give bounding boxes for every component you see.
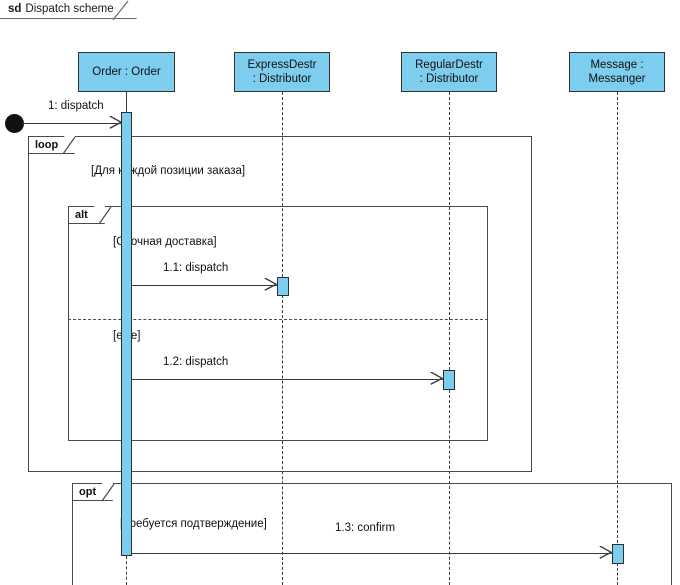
lifeline-label-expressdestr-line1: ExpressDestr — [247, 59, 317, 71]
message-label-11-dispatch: 1.1: dispatch — [163, 262, 229, 274]
lifeline-stem-order-tail — [126, 556, 127, 585]
lifeline-stem-message-lower — [617, 563, 618, 585]
fragment-alt-slash-icon — [98, 206, 112, 225]
lifeline-label-regulardestr-line2: : Distributor — [419, 73, 479, 85]
message-line-11-dispatch[interactable] — [132, 285, 278, 286]
fragment-opt-slash-icon — [101, 483, 115, 502]
lifeline-head-message[interactable]: Message : Messanger — [569, 52, 665, 92]
message-label-1-dispatch: 1: dispatch — [48, 100, 104, 112]
diagram-frame-title: sd Dispatch scheme — [0, 0, 137, 19]
lifeline-head-expressdestr[interactable]: ExpressDestr : Distributor — [234, 52, 330, 92]
diagram-kind-keyword: sd — [8, 3, 22, 15]
fragment-loop-operator-text: loop — [35, 139, 59, 151]
fragment-opt[interactable]: opt — [72, 483, 672, 585]
lifeline-label-order-line1: Order : Order — [92, 66, 161, 78]
arrowhead-icon-13-confirm — [599, 546, 612, 559]
activation-bar-expressdestr[interactable] — [277, 277, 289, 296]
lifeline-head-regulardestr[interactable]: RegularDestr : Distributor — [401, 52, 497, 92]
message-label-12-dispatch: 1.2: dispatch — [163, 356, 229, 368]
fragment-opt-operator-text: opt — [79, 486, 97, 498]
lifeline-label-message-line2: Messanger — [588, 73, 646, 85]
fragment-opt-guard: [Требуется подтверждение] — [120, 518, 267, 530]
lifeline-stem-order — [126, 92, 127, 113]
frame-tab-slash-icon — [112, 0, 129, 21]
fragment-alt[interactable]: alt — [68, 206, 488, 441]
lifeline-label-expressdestr-line2: : Distributor — [252, 73, 312, 85]
lifeline-stem-regulardestr-lower — [449, 390, 450, 585]
lifeline-stem-expressdestr-upper — [282, 92, 283, 277]
message-line-1-dispatch[interactable] — [22, 123, 122, 124]
fragment-alt-guard: [Срочная доставка] — [113, 236, 217, 248]
fragment-alt-corner-icon — [93, 206, 105, 224]
arrowhead-icon-11-dispatch — [264, 278, 277, 291]
message-label-13-confirm: 1.3: confirm — [335, 522, 396, 534]
arrowhead-icon-1-dispatch — [109, 116, 122, 129]
activation-bar-order[interactable] — [121, 112, 132, 556]
message-line-12-dispatch[interactable] — [132, 379, 444, 380]
frame-tab-corner-icon — [122, 0, 137, 19]
diagram-title: Dispatch scheme — [25, 3, 114, 15]
arrowhead-icon-12-dispatch — [430, 372, 443, 385]
message-line-13-confirm[interactable] — [132, 553, 613, 554]
fragment-loop-slash-icon — [62, 136, 76, 155]
lifeline-label-message-line1: Message : — [590, 59, 644, 71]
lifeline-stem-message-upper — [617, 92, 618, 543]
found-message-start-dot — [5, 114, 24, 133]
fragment-alt-divider — [68, 319, 488, 320]
fragment-alt-operator-text: alt — [75, 209, 88, 221]
lifeline-head-order[interactable]: Order : Order — [78, 52, 175, 92]
lifeline-stem-regulardestr-upper — [449, 92, 450, 370]
activation-bar-regulardestr[interactable] — [443, 370, 455, 390]
lifeline-label-regulardestr-line1: RegularDestr — [415, 59, 483, 71]
fragment-loop-guard: [Для каждой позиции заказа] — [91, 165, 246, 177]
fragment-opt-corner-icon — [102, 483, 114, 501]
fragment-opt-operator-label: opt — [73, 483, 114, 501]
activation-bar-message[interactable] — [612, 544, 624, 564]
